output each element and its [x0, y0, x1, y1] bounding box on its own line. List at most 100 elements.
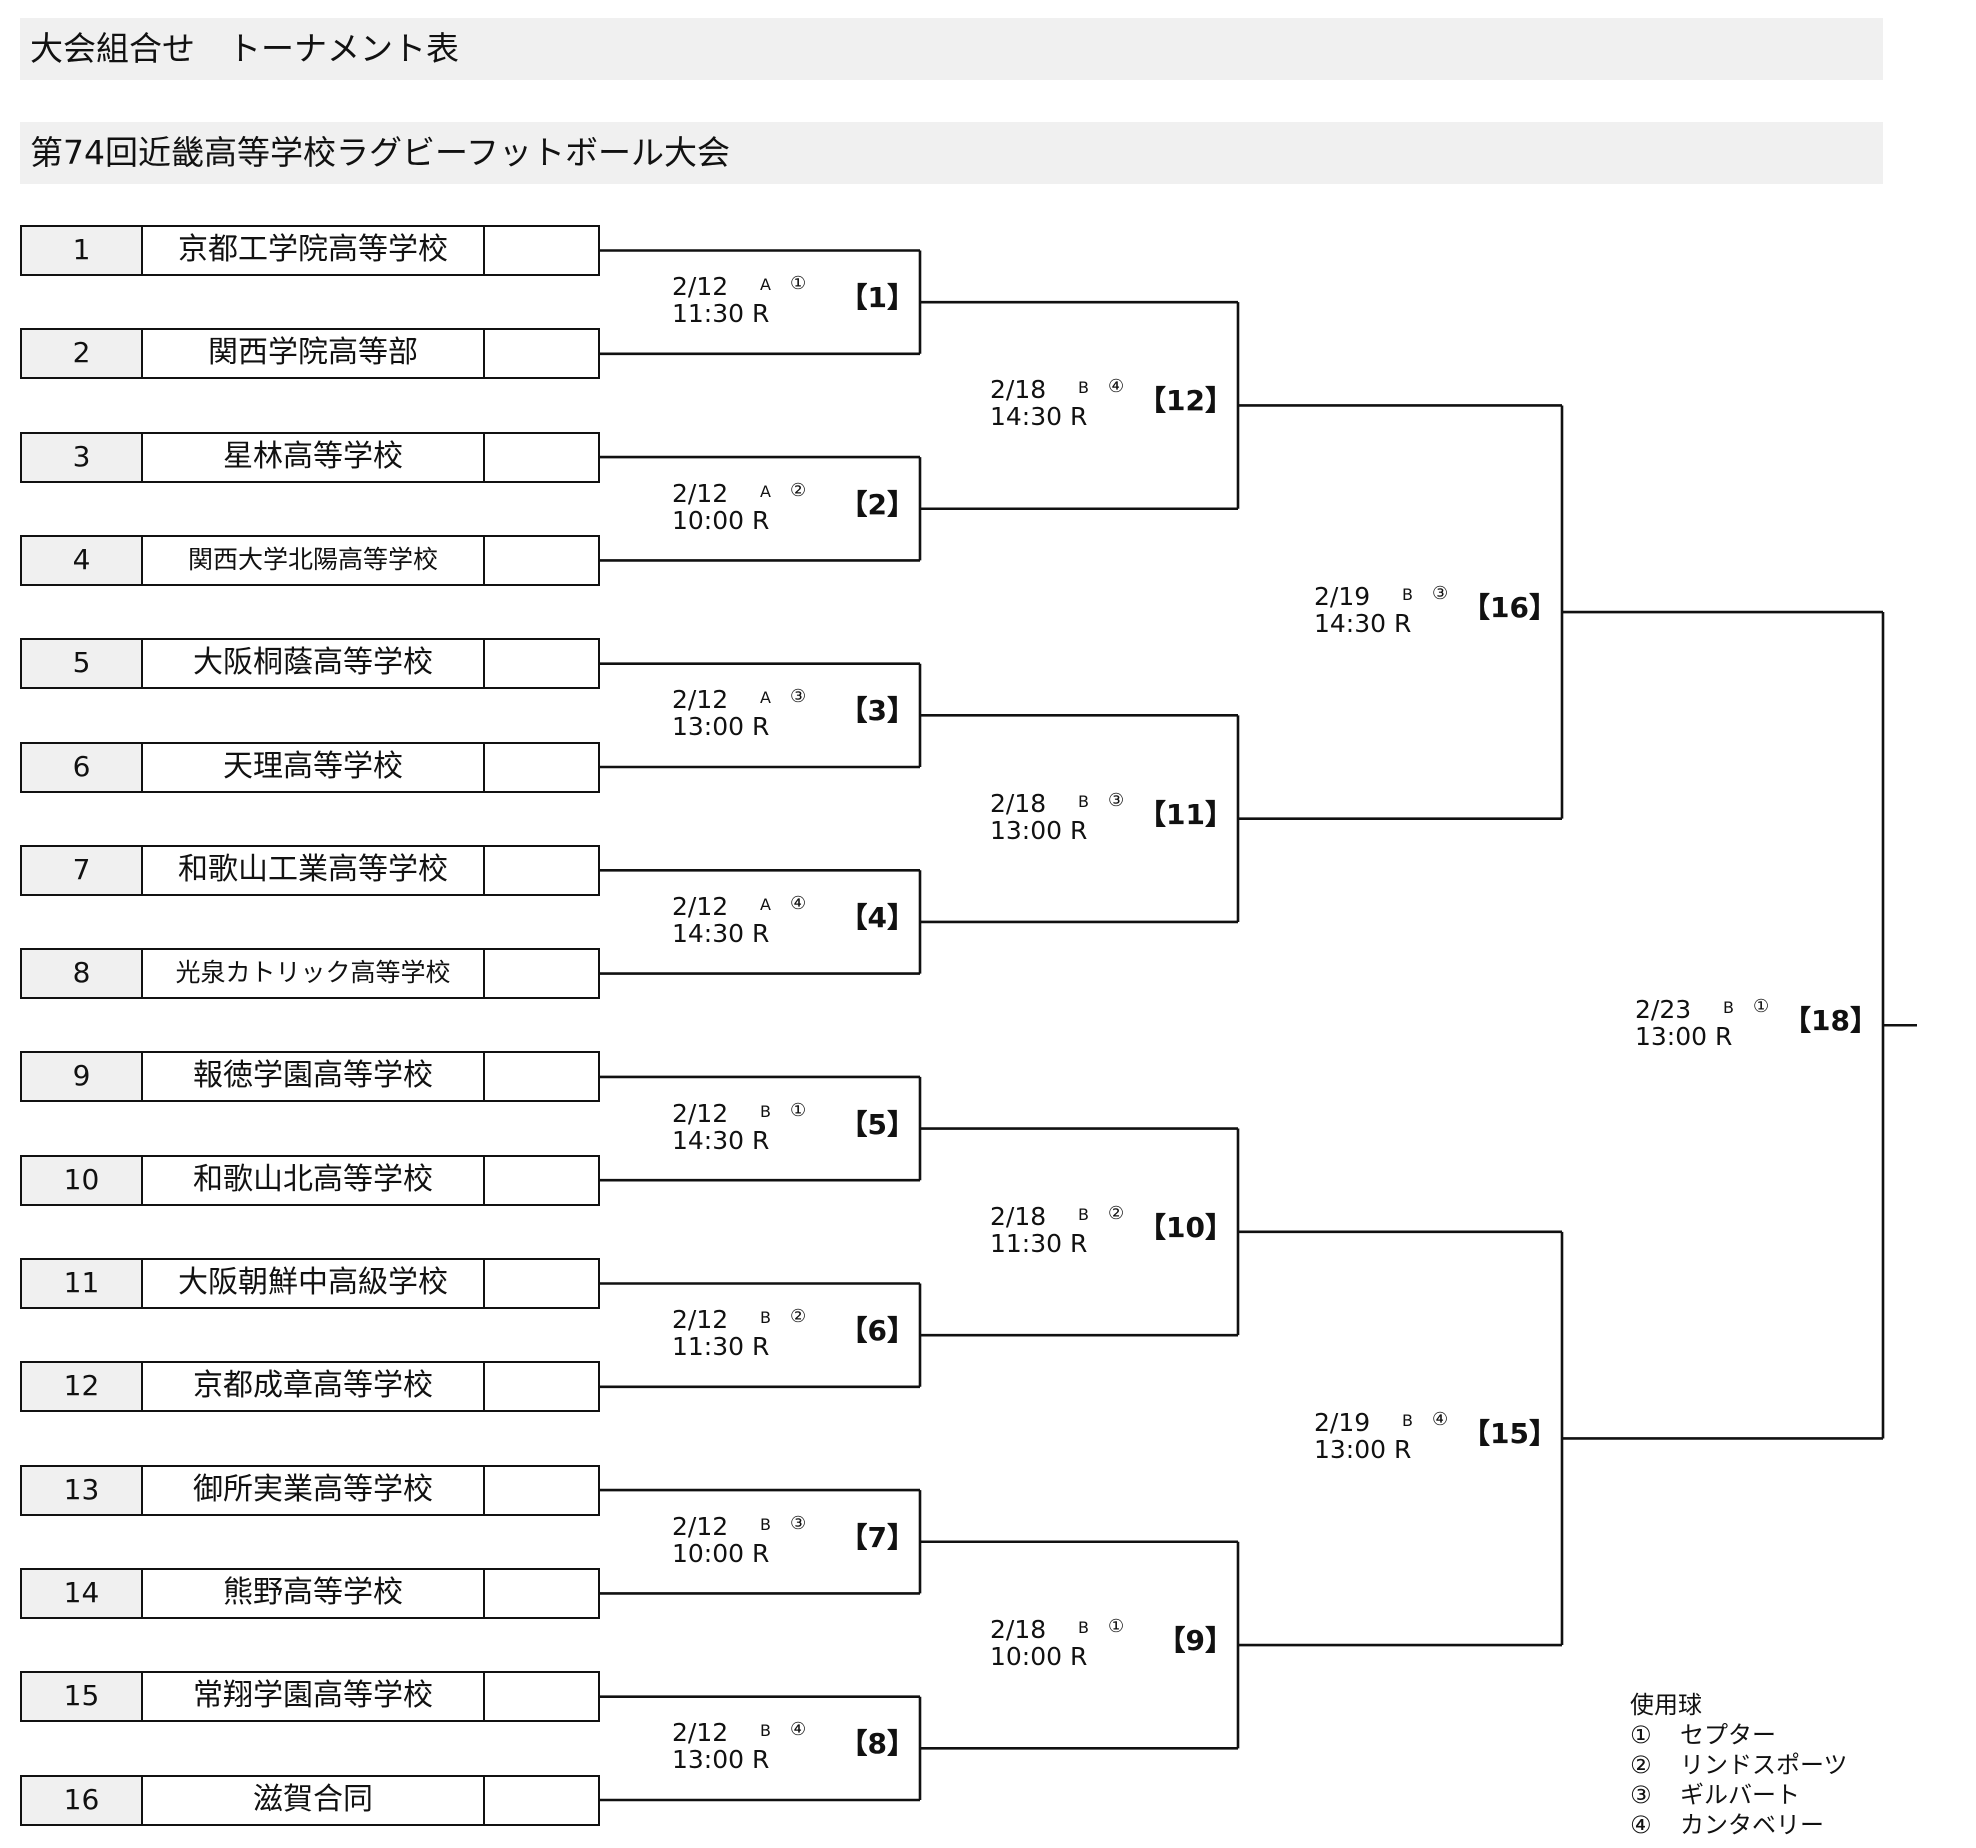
result-cell — [485, 330, 598, 377]
team-number: 1 — [22, 227, 143, 274]
team-name: 天理高等学校 — [143, 743, 485, 791]
team-name: 常翔学園高等学校 — [143, 1673, 485, 1721]
match-court: B — [760, 1514, 771, 1534]
match-number: 【5】 — [839, 1107, 915, 1141]
match-time: 10:00 R — [990, 1642, 1088, 1672]
match-number: 【12】 — [1138, 384, 1233, 418]
result-cell — [485, 1467, 598, 1514]
match-date: 2/19 — [1314, 582, 1371, 612]
team-name: 報徳学園高等学校 — [143, 1053, 485, 1101]
match-court: B — [1402, 1411, 1413, 1431]
result-cell — [485, 950, 598, 997]
match-time: 10:00 R — [672, 505, 770, 535]
result-cell — [485, 1260, 598, 1307]
match-ball: ③ — [1108, 789, 1125, 811]
match-number: 【18】 — [1783, 1004, 1878, 1038]
match-date: 2/12 — [672, 1098, 729, 1128]
match-number: 【11】 — [1138, 797, 1233, 831]
team-number: 3 — [22, 433, 143, 481]
team-name: 星林高等学校 — [143, 433, 485, 481]
match-ball: ② — [790, 1306, 807, 1328]
result-cell — [485, 1673, 598, 1720]
match-ball: ① — [1753, 996, 1770, 1018]
match-court: B — [1078, 1204, 1089, 1224]
match-court: B — [1078, 791, 1089, 811]
match-court: B — [760, 1721, 771, 1741]
team-number: 9 — [22, 1053, 143, 1101]
match-time: 11:30 R — [990, 1228, 1088, 1258]
match-court: B — [760, 1101, 771, 1121]
legend-name: ギルバート — [1680, 1781, 1800, 1809]
team-number: 4 — [22, 536, 143, 584]
result-cell — [485, 537, 598, 584]
match-court: B — [1723, 998, 1734, 1018]
team-name: 関西学院高等部 — [143, 330, 485, 378]
match-ball: ④ — [1108, 376, 1125, 398]
team-number: 5 — [22, 640, 143, 688]
match-court: A — [760, 481, 771, 501]
legend-name: カンタベリー — [1680, 1811, 1824, 1839]
match-date: 2/18 — [990, 788, 1047, 818]
result-cell — [485, 744, 598, 791]
match-number: 【4】 — [839, 900, 915, 934]
match-time: 13:00 R — [672, 1745, 770, 1775]
page-title: 大会組合せ トーナメント表 — [20, 18, 1883, 80]
match-number: 【1】 — [839, 281, 915, 315]
match-court: A — [760, 894, 771, 914]
match-time: 13:00 R — [672, 712, 770, 742]
team-name: 熊野高等学校 — [143, 1569, 485, 1617]
match-date: 2/12 — [672, 891, 729, 921]
result-cell — [485, 1363, 598, 1410]
match-date: 2/12 — [672, 1718, 729, 1748]
match-ball: ④ — [790, 892, 807, 914]
team-number: 11 — [22, 1260, 143, 1307]
match-number: 【7】 — [839, 1520, 915, 1554]
match-court: B — [1078, 1618, 1089, 1638]
match-time: 14:30 R — [990, 402, 1088, 432]
match-date: 2/18 — [990, 1615, 1047, 1645]
team-number: 10 — [22, 1156, 143, 1204]
match-date: 2/12 — [672, 478, 729, 508]
team-name: 京都工学院高等学校 — [143, 227, 485, 274]
match-time: 14:30 R — [672, 1125, 770, 1155]
result-cell — [485, 1777, 598, 1824]
team-name: 大阪桐蔭高等学校 — [143, 640, 485, 688]
team-number: 2 — [22, 330, 143, 378]
match-ball: ② — [790, 479, 807, 501]
match-ball: ① — [790, 273, 807, 295]
team-name: 光泉カトリック高等学校 — [143, 950, 485, 998]
match-ball: ③ — [790, 1512, 807, 1534]
match-court: B — [1078, 378, 1089, 398]
result-cell — [485, 640, 598, 687]
match-date: 2/18 — [990, 375, 1047, 405]
result-cell — [485, 1570, 598, 1617]
team-name: 滋賀合同 — [143, 1776, 485, 1824]
legend-num: ④ — [1630, 1811, 1652, 1839]
